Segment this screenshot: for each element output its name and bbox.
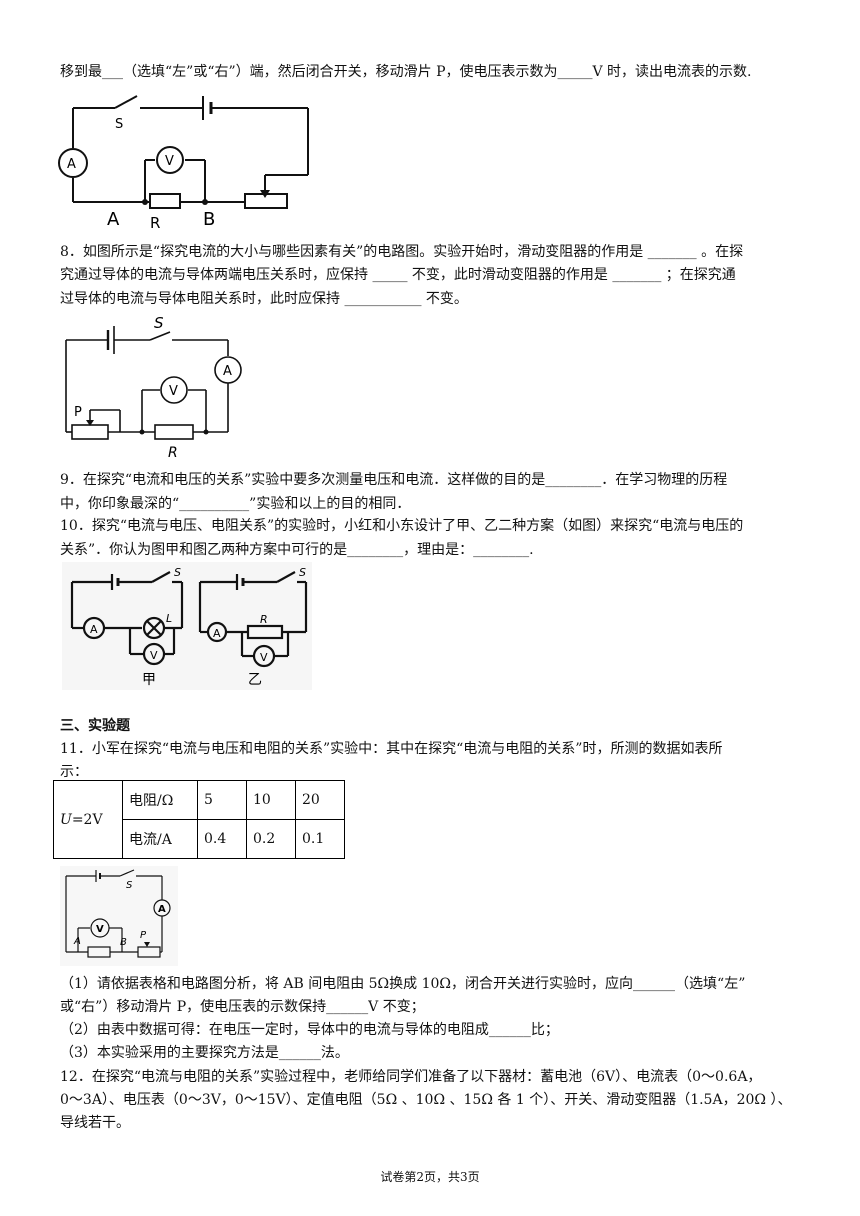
q12-line2: 0～3A）、电压表（0～3V，0～15V）、定值电阻（5Ω 、10Ω 、15Ω … bbox=[60, 1092, 792, 1108]
point-a-label: A bbox=[107, 209, 120, 230]
voltage-value: =2V bbox=[71, 811, 103, 828]
scheme-yi-label: 乙 bbox=[248, 672, 262, 688]
current-header: 电流/A bbox=[122, 819, 198, 859]
ammeter-label-right: A bbox=[213, 627, 221, 640]
slider-label: P bbox=[140, 930, 147, 941]
table-cell: 0.1 bbox=[295, 819, 345, 859]
q11-part1-line2: 或“右”）移动滑片 P，使电压表的示数保持______V 不变； bbox=[60, 999, 425, 1015]
q11-line2: 示： bbox=[60, 764, 88, 780]
point-b-label: B bbox=[120, 937, 127, 948]
scheme-jia-label: 甲 bbox=[142, 672, 156, 688]
table-cell: 0.4 bbox=[197, 819, 247, 859]
q8-line3: 过导体的电流与导体电阻关系时，此时应保持 ___________ 不变。 bbox=[60, 291, 468, 307]
table-cell: 5 bbox=[197, 780, 247, 820]
ammeter-label: A bbox=[158, 904, 166, 915]
resistor-label: R bbox=[150, 214, 160, 230]
table-cell: 20 bbox=[295, 780, 345, 820]
switch-label: S bbox=[115, 117, 123, 132]
page-footer: 试卷第2页，共3页 bbox=[380, 1170, 480, 1184]
q12-line3: 导线若干。 bbox=[60, 1115, 130, 1131]
table-cell: 0.2 bbox=[246, 819, 296, 859]
circuit-diagram-q8: S A V P R bbox=[65, 314, 242, 461]
ammeter-label: A bbox=[223, 364, 232, 379]
voltmeter-label: V bbox=[165, 154, 174, 169]
slider-label: P bbox=[74, 405, 82, 420]
switch-label-right: S bbox=[299, 566, 306, 579]
table-cell: 10 bbox=[246, 780, 296, 820]
q9-line2: 中，你印象最深的“__________”实验和以上的目的相同． bbox=[60, 496, 411, 512]
q8-line2: 究通过导体的电流与导体两端电压关系时，应保持 _____ 不变，此时滑动变阻器的… bbox=[60, 267, 736, 283]
resistor-label: R bbox=[260, 613, 268, 626]
circuit-diagram-q10: S A L V S A R V 甲 乙 bbox=[62, 562, 312, 690]
switch-label-left: S bbox=[174, 566, 181, 579]
voltmeter-label: V bbox=[96, 924, 104, 935]
section-heading: 三、实验题 bbox=[60, 718, 130, 734]
resistance-header: 电阻/Ω bbox=[122, 780, 198, 820]
lamp-label: L bbox=[166, 612, 172, 625]
q12-line1: 12．在探究“电流与电阻的关系”实验过程中，老师给同学们准备了以下器材：蓄电池（… bbox=[60, 1069, 762, 1085]
q10-line1: 10．探究“电流与电压、电阻关系”的实验时，小红和小东设计了甲、乙二种方案（如图… bbox=[60, 518, 744, 534]
q11-part2: （2）由表中数据可得：在电压一定时，导体中的电流与导体的电阻成______比； bbox=[60, 1022, 559, 1038]
ammeter-label: A bbox=[67, 157, 76, 172]
voltage-cell: U=2V bbox=[53, 780, 123, 859]
point-a-label: A bbox=[73, 936, 81, 947]
q11-line1: 11．小军在探究“电流与电压和电阻的关系”实验中：其中在探究“电流与电阻的关系”… bbox=[60, 741, 723, 757]
circuit-diagram-q11: S A V A B P bbox=[60, 866, 178, 966]
q10-line2: 关系”．你认为图甲和图乙两种方案中可行的是________，理由是：______… bbox=[60, 542, 534, 558]
q7-continuation: 移到最___（选填“左”或“右”）端，然后闭合开关，移动滑片 P，使电压表示数为… bbox=[60, 64, 752, 80]
circuit-diagram-q7: S A V A R B bbox=[58, 95, 309, 230]
voltmeter-label-right: V bbox=[260, 651, 268, 664]
point-b-label: B bbox=[203, 209, 215, 230]
voltmeter-label-left: V bbox=[150, 649, 158, 662]
resistor-label: R bbox=[168, 445, 178, 461]
data-table: U=2V 电阻/Ω 5 10 20 电流/A 0.4 0.2 0.1 bbox=[53, 780, 345, 859]
switch-label: S bbox=[154, 314, 164, 332]
q11-part3: （3）本实验采用的主要探究方法是______法。 bbox=[60, 1045, 349, 1061]
q11-part1-line1: （1）请依据表格和电路图分析，将 AB 间电阻由 5Ω换成 10Ω，闭合开关进行… bbox=[60, 976, 746, 992]
q8-line1: 8．如图所示是“探究电流的大小与哪些因素有关”的电路图。实验开始时，滑动变阻器的… bbox=[60, 244, 744, 260]
q9-line1: 9．在探究“电流和电压的关系”实验中要多次测量电压和电流．这样做的目的是____… bbox=[60, 472, 728, 488]
switch-label: S bbox=[126, 880, 133, 891]
ammeter-label-left: A bbox=[90, 623, 98, 636]
voltmeter-label: V bbox=[169, 384, 178, 399]
